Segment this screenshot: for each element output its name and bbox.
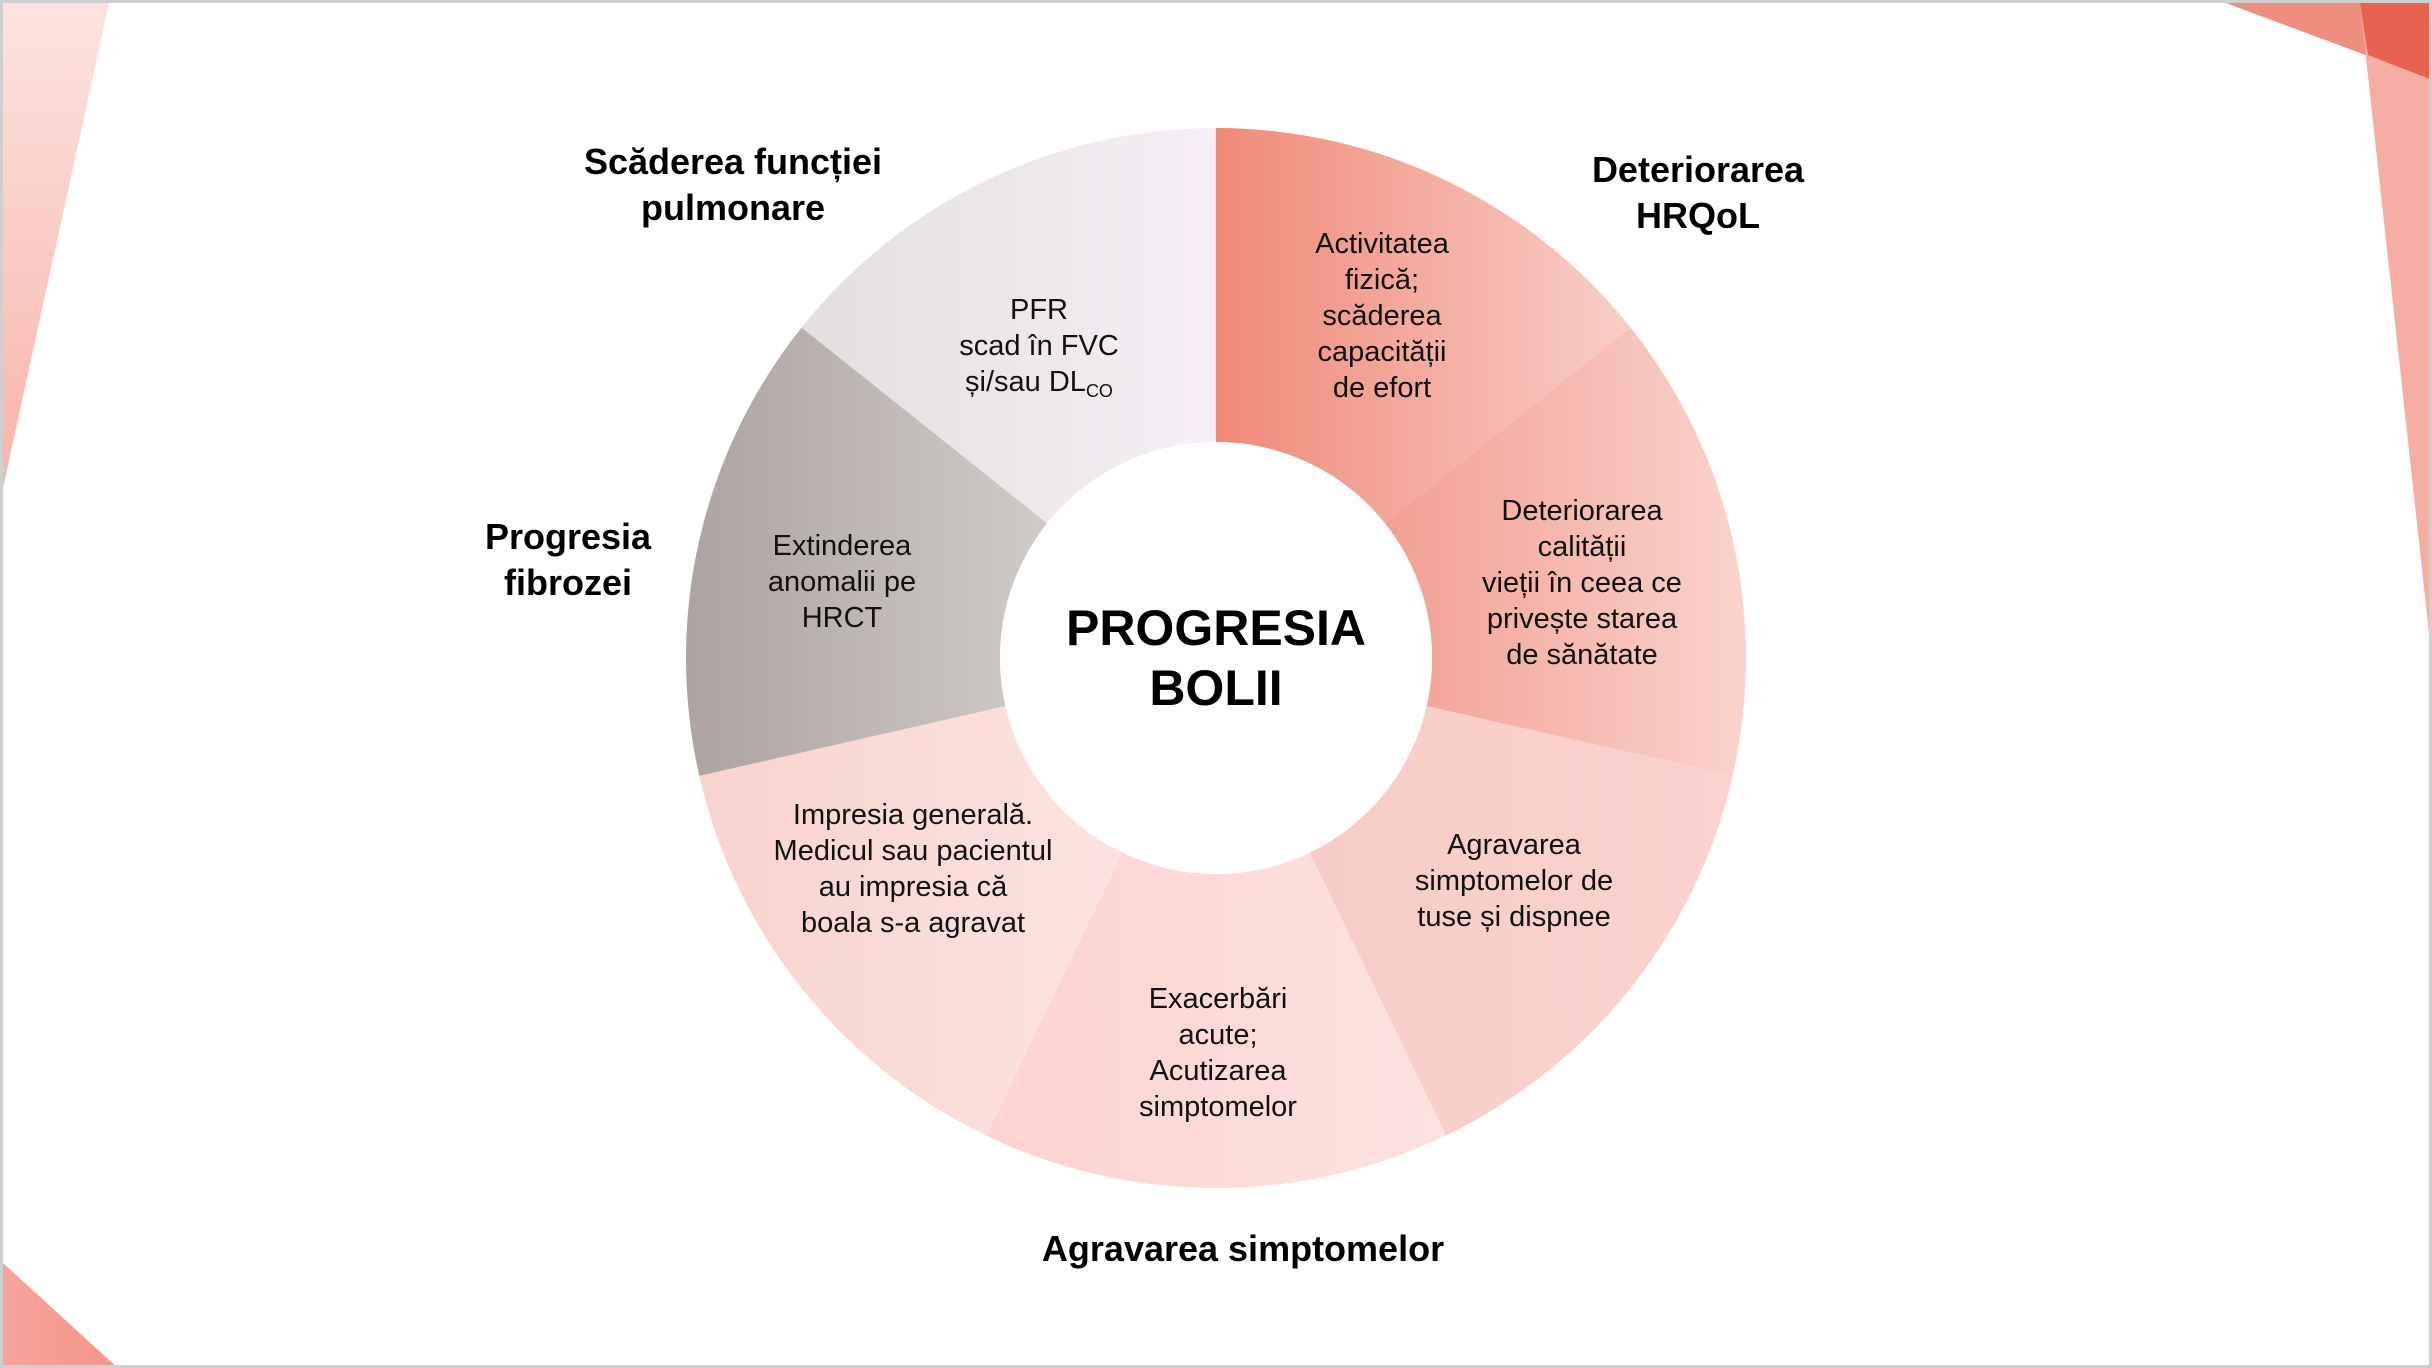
- segment-text-cough-dyspnea: Agravarea simptomelor de tuse și dispnee: [1414, 829, 1614, 933]
- segment-pfr: [801, 128, 1216, 524]
- segment-text-pfr: PFR scad în FVC și/sau DLCO: [959, 256, 1119, 400]
- segment-text-exacerbations: Exacerbări acute; Acutizarea simptomelor: [1139, 983, 1297, 1123]
- segment-physical-activity: [1216, 127, 1631, 524]
- segment-text-physical-activity: Activitatea fizică; scăderea capacității…: [1315, 228, 1449, 404]
- category-label-lung-function: Scăderea funcției pulmonare: [583, 141, 883, 228]
- segment-text-hrct: Extinderea anomalii pe HRCT: [767, 530, 917, 634]
- category-label-fibrosis: Progresia fibrozei: [484, 516, 652, 603]
- category-label-hrqol: Deteriorarea HRQoL: [1591, 149, 1805, 236]
- bottom-left-triangle: [3, 1263, 115, 1365]
- segment-hrct: [686, 327, 1048, 776]
- left-edge-triangle: [3, 3, 109, 488]
- segment-exacerbations: [986, 852, 1446, 1189]
- progression-wheel: [686, 127, 1746, 1189]
- segment-cough-dyspnea: [1309, 706, 1733, 1136]
- pfr-main-text: PFR scad în FVC și/sau DL: [959, 294, 1119, 398]
- right-edge-triangle: [2360, 3, 2429, 634]
- segment-general-impression: [699, 706, 1123, 1136]
- pfr-subscript: CO: [1085, 381, 1113, 401]
- category-label-symptoms: Agravarea simptomelor: [1041, 1228, 1445, 1269]
- segment-quality-of-life: [1384, 327, 1746, 776]
- corner-decorations: [3, 3, 2429, 1365]
- center-circle: [1000, 442, 1432, 874]
- segment-text-quality-of-life: Deteriorarea calității vieții în ceea ce…: [1482, 495, 1682, 671]
- center-title: PROGRESIA BOLII: [1065, 600, 1367, 716]
- top-right-overlap: [2360, 3, 2429, 79]
- segment-text-general-impression: Impresia generală. Medicul sau pacientul…: [773, 799, 1053, 939]
